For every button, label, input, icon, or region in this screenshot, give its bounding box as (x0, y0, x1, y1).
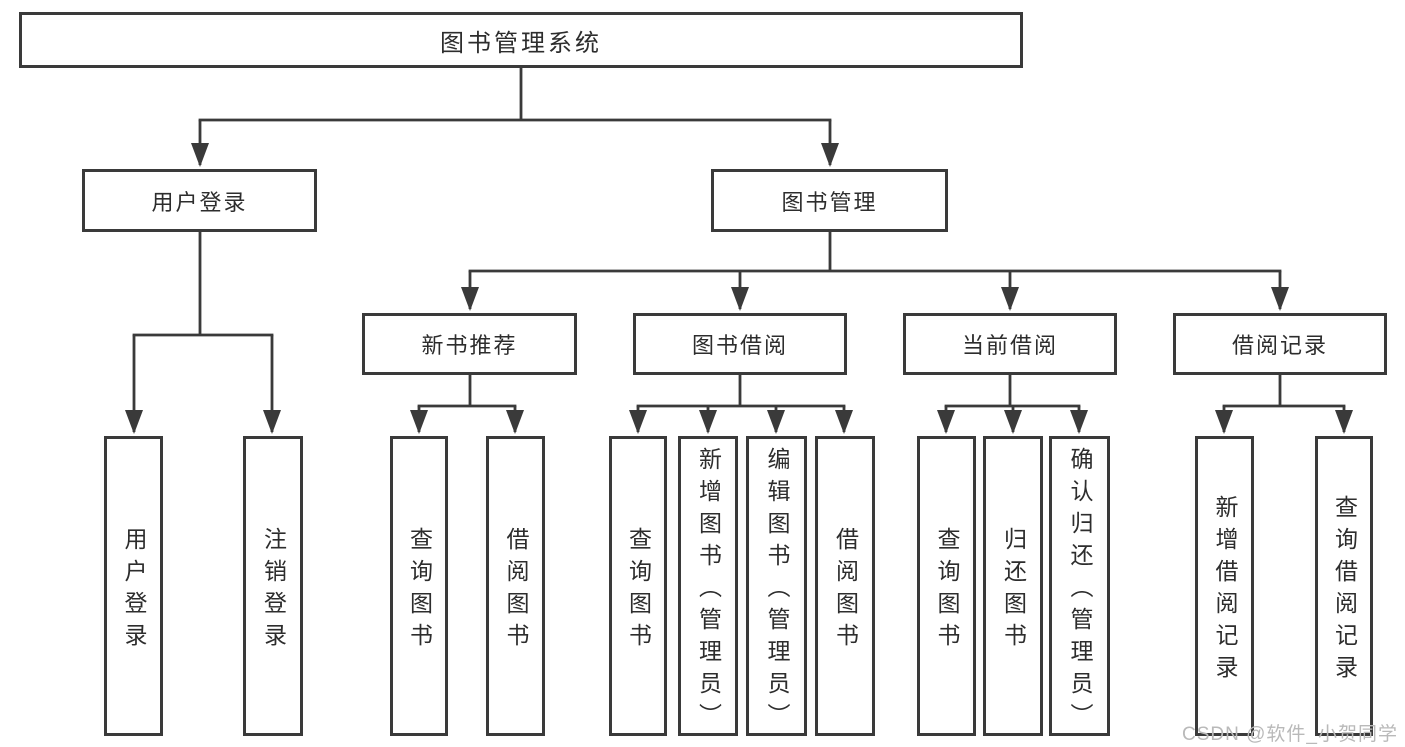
node-label: 当前借阅 (961, 333, 1058, 358)
connector-arrows (125, 120, 1353, 434)
node-root-label: 图书管理系统 (440, 29, 602, 57)
node-borrowing-records: 借阅记录 (1173, 313, 1387, 375)
leaf-user-login: 用户登录 (104, 436, 163, 736)
leaf-query-books-3: 查询图书 (917, 436, 976, 736)
leaf-label: 新增图书（管理员） (695, 446, 722, 735)
leaf-query-borrow-record: 查询借阅记录 (1315, 436, 1373, 736)
leaf-label: 查询借阅记录 (1331, 494, 1358, 687)
leaf-label: 查询图书 (934, 526, 960, 655)
leaf-label: 确认归还（管理员） (1067, 446, 1093, 735)
node-label: 借阅记录 (1231, 333, 1328, 358)
node-book-borrowing: 图书借阅 (633, 313, 847, 375)
leaf-label: 编辑图书（管理员） (764, 446, 790, 735)
leaf-label: 借阅图书 (832, 526, 859, 655)
leaf-borrow-books-2: 借阅图书 (815, 436, 875, 736)
leaf-query-books-2: 查询图书 (609, 436, 667, 736)
leaf-add-borrow-record: 新增借阅记录 (1195, 436, 1254, 736)
leaf-confirm-return-admin: 确认归还（管理员） (1049, 436, 1110, 736)
node-label: 图书管理 (781, 189, 878, 215)
node-label: 用户登录 (151, 189, 248, 215)
leaf-label: 借阅图书 (503, 526, 529, 655)
leaf-label: 注销登录 (260, 526, 287, 655)
leaf-add-books-admin: 新增图书（管理员） (678, 436, 738, 736)
leaf-borrow-books-1: 借阅图书 (486, 436, 545, 736)
leaf-label: 归还图书 (1000, 526, 1027, 655)
node-new-book-recommendation: 新书推荐 (362, 313, 577, 375)
leaf-label: 查询图书 (625, 526, 652, 655)
leaf-return-books: 归还图书 (983, 436, 1043, 736)
node-root: 图书管理系统 (19, 12, 1023, 68)
leaf-label: 查询图书 (406, 526, 433, 655)
node-current-borrowing: 当前借阅 (903, 313, 1117, 375)
node-label: 图书借阅 (691, 333, 788, 358)
node-label: 新书推荐 (421, 333, 518, 358)
leaf-label: 新增借阅记录 (1212, 494, 1238, 687)
leaf-label: 用户登录 (121, 526, 147, 655)
leaf-logout: 注销登录 (243, 436, 303, 736)
leaf-edit-books-admin: 编辑图书（管理员） (746, 436, 807, 736)
leaf-query-books-1: 查询图书 (390, 436, 448, 736)
connector-bus-lines (132, 66, 1346, 408)
csdn-watermark: CSDN @软件_小贺同学 (1182, 724, 1398, 745)
node-user-login: 用户登录 (82, 169, 317, 232)
node-book-management: 图书管理 (711, 169, 948, 232)
